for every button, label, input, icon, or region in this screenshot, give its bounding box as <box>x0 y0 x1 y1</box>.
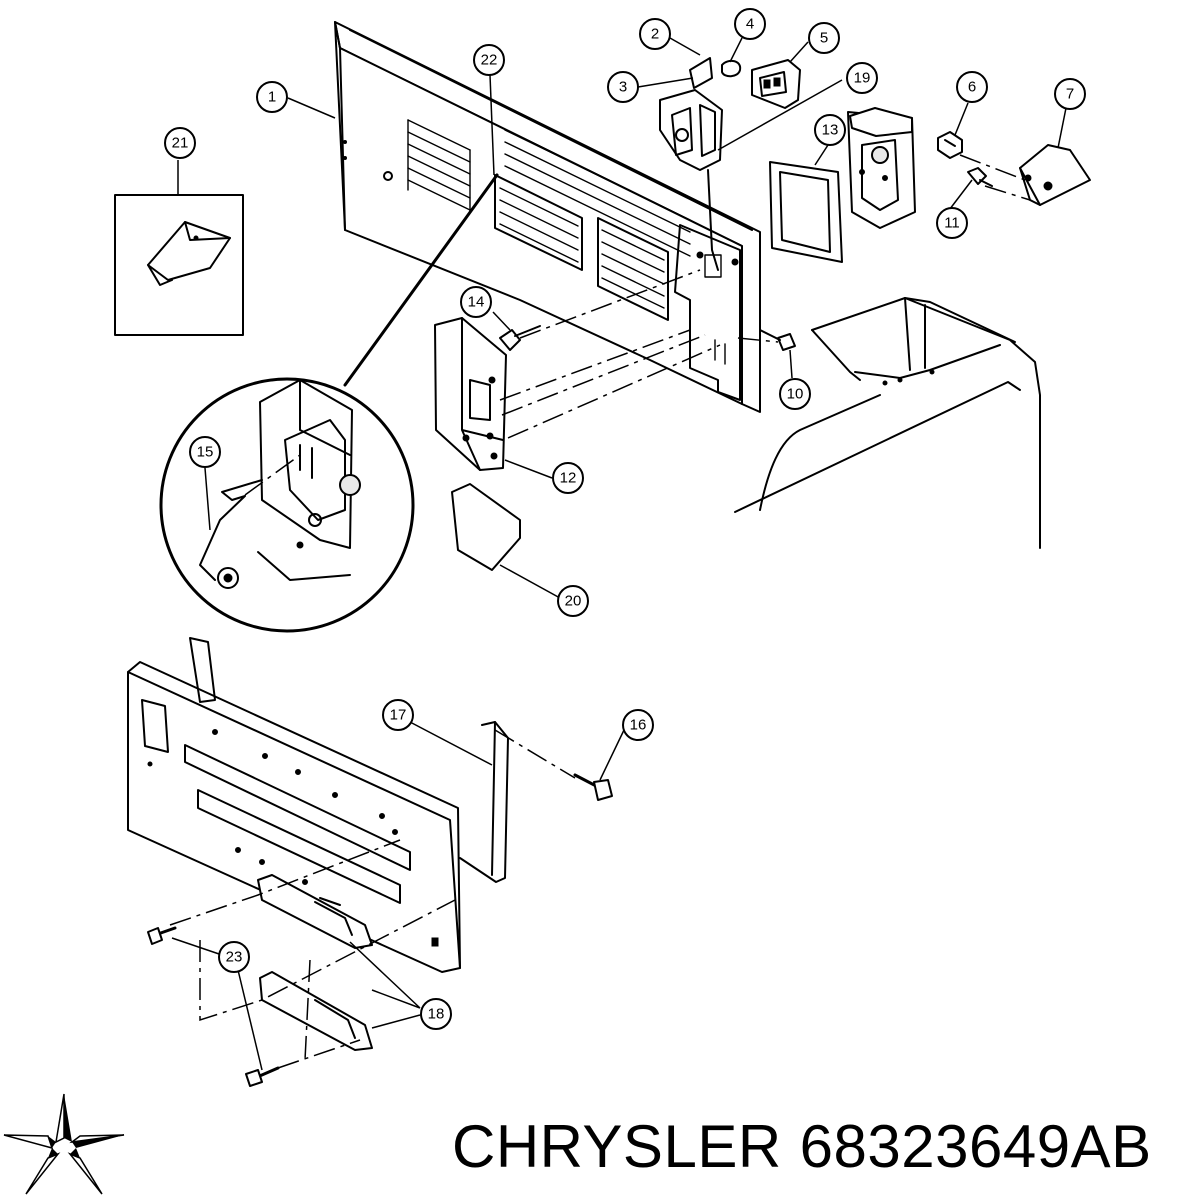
strap-part-17 <box>459 721 509 883</box>
vent-louvers-left <box>407 119 691 257</box>
chrysler-pentastar-icon <box>3 1093 125 1195</box>
screw-part-23-upper <box>147 926 177 945</box>
callout-5: 5 <box>808 22 840 54</box>
svg-text:13: 13 <box>822 122 839 139</box>
callout-1: 1 <box>256 81 288 113</box>
svg-text:23: 23 <box>226 949 243 966</box>
hinge-part-18-upper <box>257 874 373 949</box>
callout-23: 23 <box>218 941 250 973</box>
switch-part-5 <box>751 59 801 109</box>
callout-18: 18 <box>420 998 452 1030</box>
svg-text:6: 6 <box>968 79 976 96</box>
svg-text:18: 18 <box>428 1006 445 1023</box>
bolt-part-6 <box>937 131 963 159</box>
svg-text:12: 12 <box>560 470 577 487</box>
callout-4: 4 <box>734 8 766 40</box>
screw-part-16 <box>573 773 613 801</box>
vehicle-body-outline <box>734 297 1041 549</box>
svg-text:15: 15 <box>197 444 214 461</box>
svg-text:5: 5 <box>820 30 828 47</box>
assembly-centerlines <box>169 154 1031 1069</box>
callout-10: 10 <box>779 378 811 410</box>
brand-name: CHRYSLER <box>452 1113 782 1180</box>
svg-text:2: 2 <box>651 26 659 43</box>
svg-text:20: 20 <box>565 593 582 610</box>
svg-text:21: 21 <box>172 135 189 152</box>
callout-19: 19 <box>846 62 878 94</box>
svg-text:10: 10 <box>787 386 804 403</box>
liftgate-panel <box>334 21 761 413</box>
callout-17: 17 <box>382 699 414 731</box>
handle-part-13 <box>847 107 916 229</box>
callout-7: 7 <box>1054 78 1086 110</box>
svg-text:22: 22 <box>481 52 498 69</box>
tailgate-panel <box>127 637 461 973</box>
screw-part-11 <box>967 167 993 187</box>
detail-view-latch <box>159 173 499 633</box>
svg-text:17: 17 <box>390 707 407 724</box>
callout-3: 3 <box>607 71 639 103</box>
part-caption: CHRYSLER 68323649AB <box>452 1112 1192 1182</box>
screw-part-10 <box>759 329 796 351</box>
callout-15: 15 <box>189 436 221 468</box>
latch-assembly <box>659 57 742 271</box>
callout-20: 20 <box>557 585 589 617</box>
callout-leaders <box>171 37 1067 1071</box>
callout-21: 21 <box>164 127 196 159</box>
part-number: 68323649AB <box>799 1113 1152 1180</box>
callout-12: 12 <box>552 462 584 494</box>
screw-part-23-lower <box>245 1066 280 1087</box>
clip-detail-part-21 <box>114 194 244 336</box>
callout-14: 14 <box>460 286 492 318</box>
callout-16: 16 <box>622 709 654 741</box>
bracket-part-7 <box>1019 144 1091 206</box>
callout-13: 13 <box>814 114 846 146</box>
svg-text:11: 11 <box>944 215 960 232</box>
vent-louvers-inner <box>494 174 669 321</box>
callout-11: 11 <box>936 207 968 239</box>
svg-text:19: 19 <box>854 70 871 87</box>
screw-part-14 <box>499 325 541 351</box>
svg-text:16: 16 <box>630 717 647 734</box>
callout-6: 6 <box>956 71 988 103</box>
hinge-part-18-lower <box>259 971 373 1051</box>
gasket-part-13 <box>769 161 843 263</box>
callout-2: 2 <box>639 18 671 50</box>
callout-22: 22 <box>473 44 505 76</box>
svg-text:3: 3 <box>619 79 627 96</box>
svg-text:4: 4 <box>746 16 754 33</box>
svg-text:1: 1 <box>268 89 276 106</box>
pad-part-20 <box>451 483 521 571</box>
svg-text:7: 7 <box>1066 86 1074 103</box>
hinge-bracket-part-12 <box>434 317 507 471</box>
svg-text:14: 14 <box>468 294 485 311</box>
